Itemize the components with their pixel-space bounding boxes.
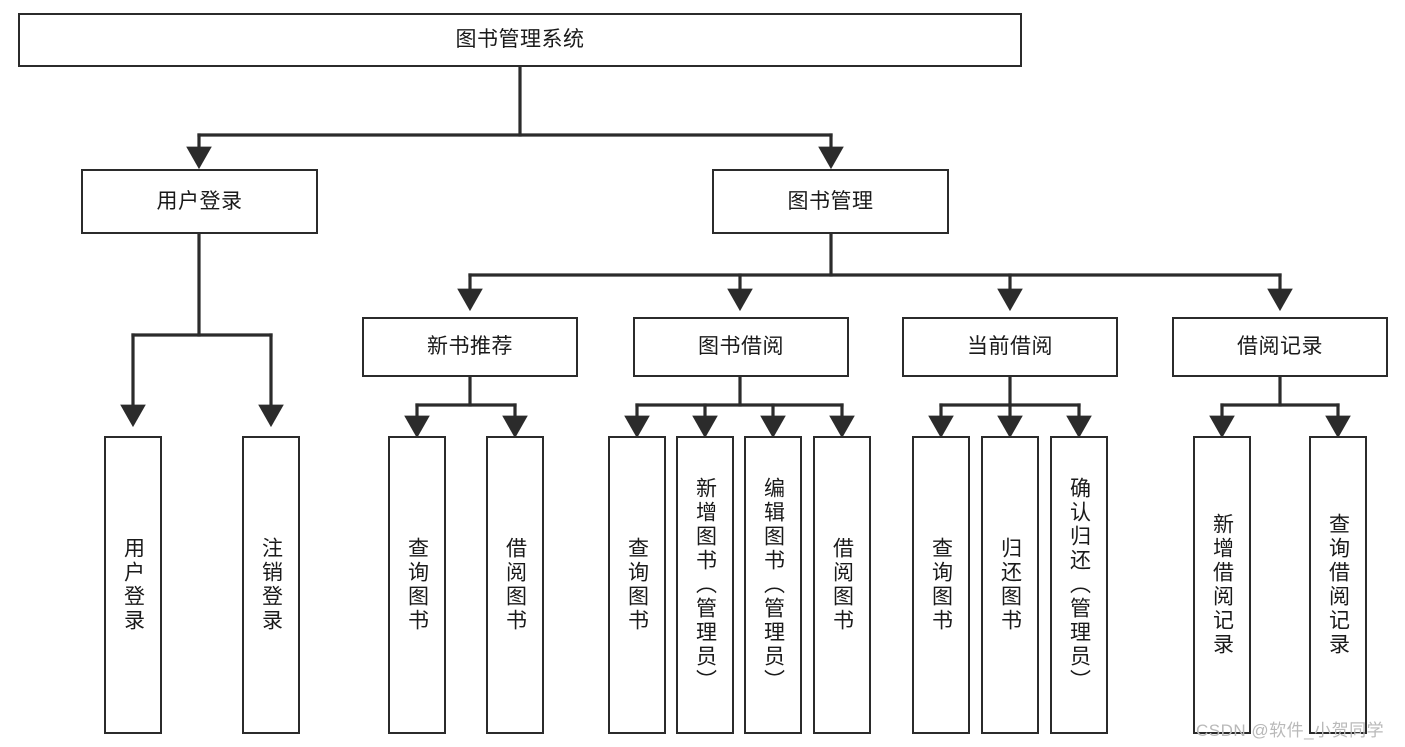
leaf-edit-book[interactable]: 编辑图书（管理员） <box>744 436 802 734</box>
node-borrow-record-label: 借阅记录 <box>1237 335 1323 359</box>
leaf-confirm-return-label: 确认归还（管理员） <box>1067 477 1091 693</box>
node-book-borrow[interactable]: 图书借阅 <box>633 317 849 377</box>
leaf-confirm-return[interactable]: 确认归还（管理员） <box>1050 436 1108 734</box>
leaf-user-login-label: 用户登录 <box>121 537 145 633</box>
node-root-label: 图书管理系统 <box>455 28 585 52</box>
leaf-query-record-label: 查询借阅记录 <box>1326 513 1350 657</box>
node-new-book-rec[interactable]: 新书推荐 <box>362 317 578 377</box>
leaf-return-book-label: 归还图书 <box>998 537 1022 633</box>
node-book-manage-label: 图书管理 <box>787 189 874 213</box>
leaf-query-book-3-label: 查询图书 <box>929 537 953 633</box>
leaf-query-book-2-label: 查询图书 <box>625 537 649 633</box>
leaf-user-logout[interactable]: 注销登录 <box>242 436 300 734</box>
leaf-query-record[interactable]: 查询借阅记录 <box>1309 436 1367 734</box>
leaf-user-logout-label: 注销登录 <box>259 537 283 633</box>
leaf-query-book-1[interactable]: 查询图书 <box>388 436 446 734</box>
csdn-watermark: CSDN @软件_小贺同学 <box>1196 721 1385 740</box>
node-borrow-record[interactable]: 借阅记录 <box>1172 317 1388 377</box>
leaf-user-login[interactable]: 用户登录 <box>104 436 162 734</box>
leaf-query-book-3[interactable]: 查询图书 <box>912 436 970 734</box>
node-book-borrow-label: 图书借阅 <box>698 335 784 359</box>
node-root[interactable]: 图书管理系统 <box>18 13 1022 67</box>
node-current-borrow[interactable]: 当前借阅 <box>902 317 1118 377</box>
node-new-book-rec-label: 新书推荐 <box>427 335 513 359</box>
leaf-query-book-1-label: 查询图书 <box>405 537 429 633</box>
leaf-return-book[interactable]: 归还图书 <box>981 436 1039 734</box>
leaf-borrow-book-1-label: 借阅图书 <box>503 537 527 633</box>
node-user-login[interactable]: 用户登录 <box>81 169 318 234</box>
leaf-borrow-book-2[interactable]: 借阅图书 <box>813 436 871 734</box>
node-book-manage[interactable]: 图书管理 <box>712 169 949 234</box>
leaf-edit-book-label: 编辑图书（管理员） <box>761 477 785 693</box>
leaf-add-book-label: 新增图书（管理员） <box>693 477 717 693</box>
leaf-add-record[interactable]: 新增借阅记录 <box>1193 436 1251 734</box>
leaf-borrow-book-2-label: 借阅图书 <box>830 537 854 633</box>
leaf-add-book[interactable]: 新增图书（管理员） <box>676 436 734 734</box>
leaf-query-book-2[interactable]: 查询图书 <box>608 436 666 734</box>
node-current-borrow-label: 当前借阅 <box>967 335 1053 359</box>
leaf-borrow-book-1[interactable]: 借阅图书 <box>486 436 544 734</box>
node-user-login-label: 用户登录 <box>156 189 243 213</box>
leaf-add-record-label: 新增借阅记录 <box>1210 513 1234 657</box>
